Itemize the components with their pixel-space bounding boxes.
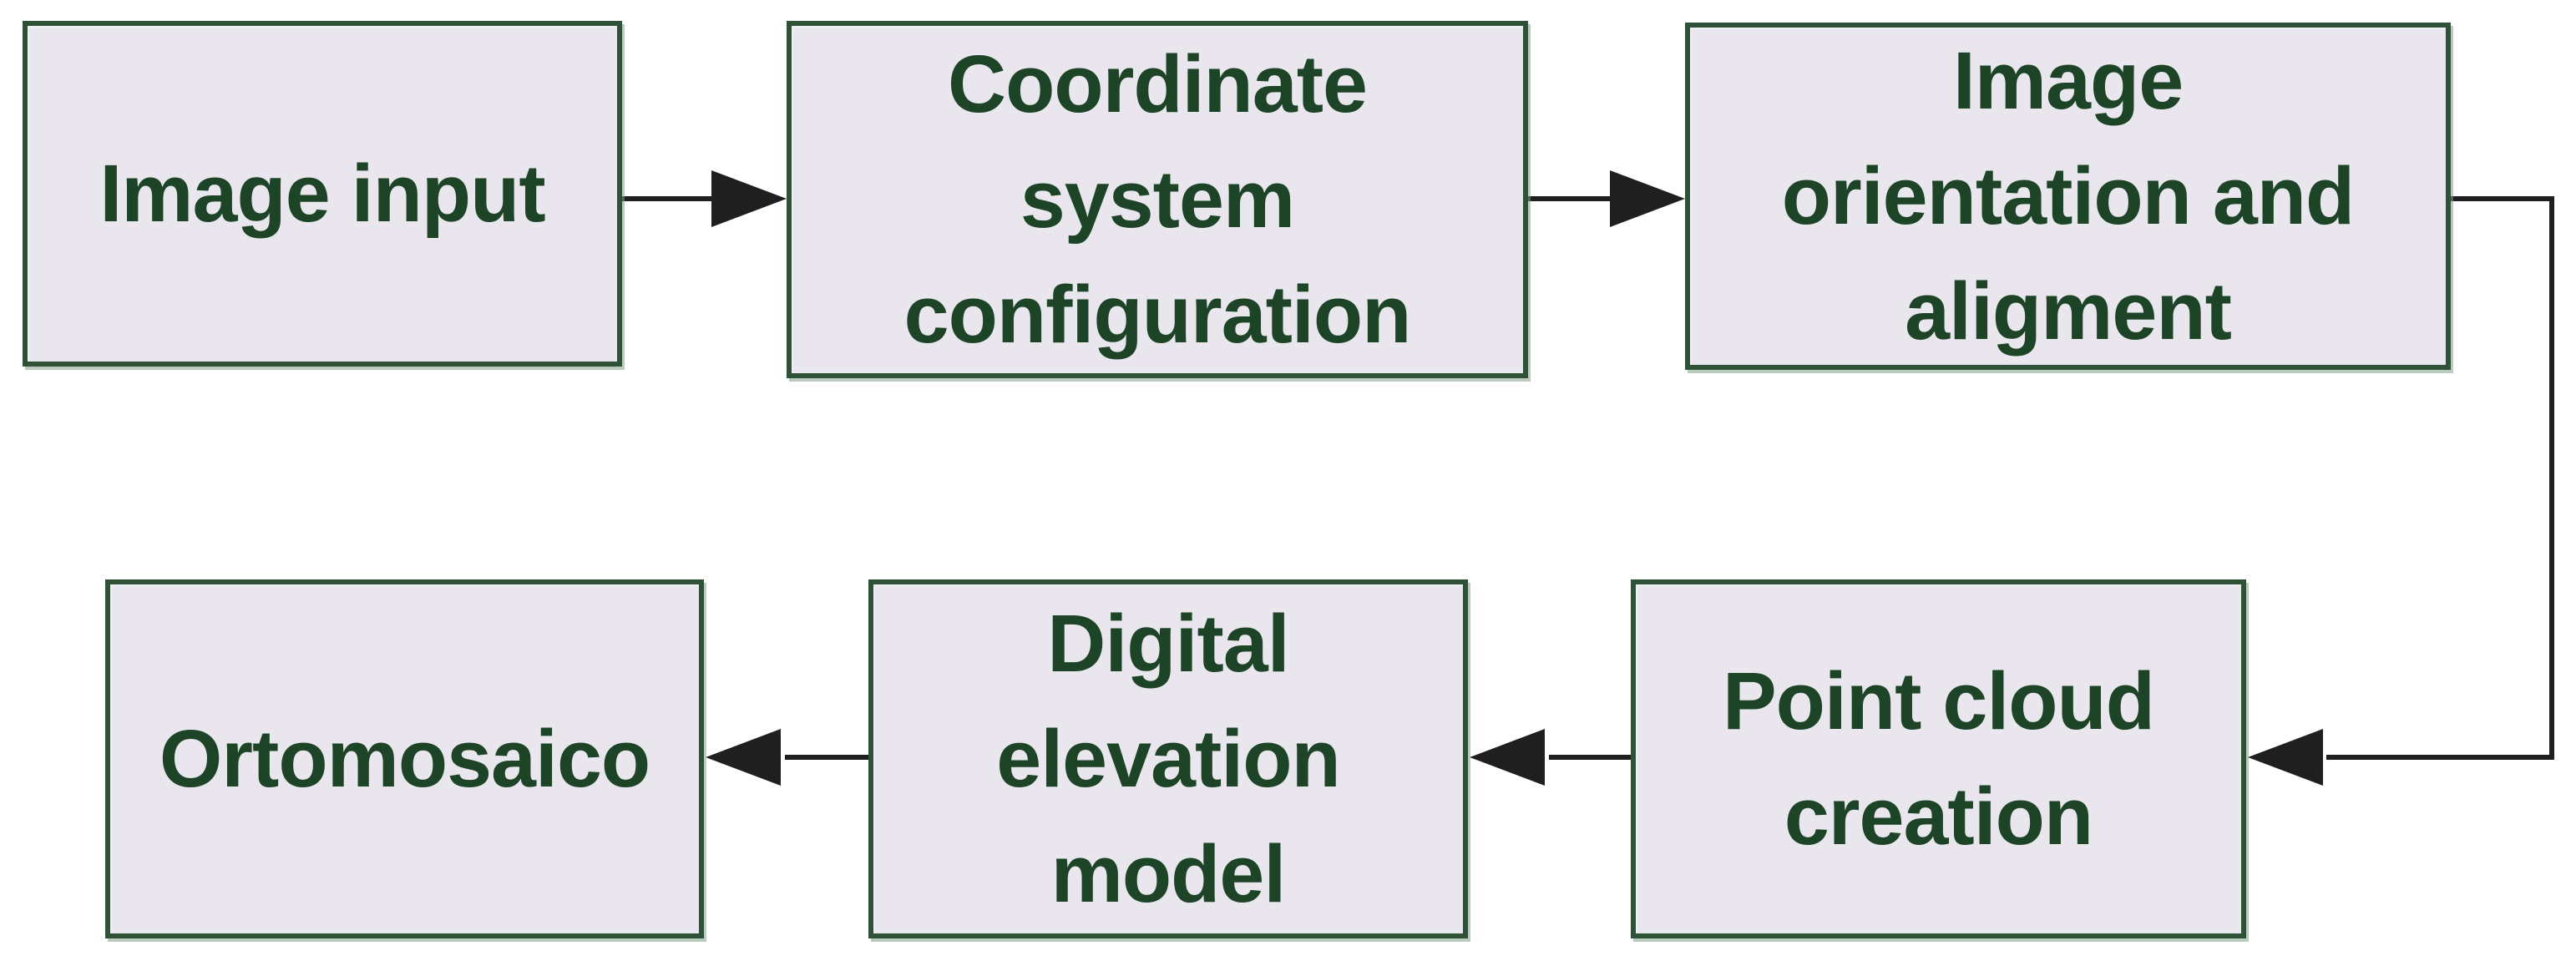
node-ortomosaico: Ortomosaico <box>105 579 704 938</box>
arrowhead-right-icon <box>711 170 787 227</box>
node-label: Point cloud creation <box>1722 655 2155 862</box>
arrowhead-right-icon <box>1610 170 1685 227</box>
arrow-image-orientation-to-point-cloud <box>2248 196 2554 786</box>
node-label: Ortomosaico <box>159 713 650 805</box>
node-image-orientation-and-aligment: Image orientation and aligment <box>1685 23 2451 370</box>
arrowhead-left-icon <box>706 729 781 786</box>
arrow-image-input-to-coordinate-system <box>622 170 787 227</box>
node-point-cloud-creation: Point cloud creation <box>1631 579 2246 938</box>
node-coordinate-system-configuration: Coordinate system configuration <box>787 21 1528 378</box>
arrow-digital-elevation-to-ortomosaico <box>706 729 868 786</box>
node-label: Image orientation and aligment <box>1781 35 2356 357</box>
arrowhead-left-icon <box>1470 729 1545 786</box>
node-digital-elevation-model: Digital elevation model <box>868 579 1468 938</box>
node-label: Image input <box>99 148 545 240</box>
node-image-input: Image input <box>23 21 622 367</box>
node-label: Digital elevation model <box>996 598 1340 919</box>
node-label: Coordinate system configuration <box>903 38 1412 360</box>
arrow-point-cloud-to-digital-elevation <box>1470 729 1631 786</box>
arrowhead-left-icon <box>2248 729 2323 786</box>
arrow-coordinate-system-to-image-orientation <box>1528 170 1685 227</box>
